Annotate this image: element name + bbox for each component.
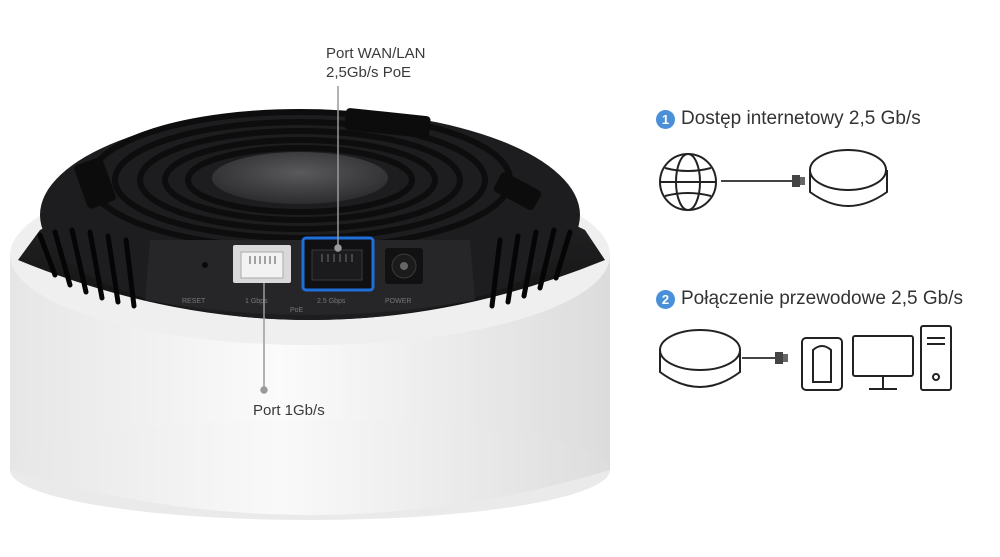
callout-wan-title: Port WAN/LAN (326, 45, 426, 62)
callout-wan-lan: Port WAN/LAN 2,5Gb/s PoE (326, 44, 425, 82)
label-reset: RESET (182, 298, 206, 305)
label-power: POWER (385, 298, 411, 305)
callout-port-1g: Port 1Gb/s (253, 402, 325, 419)
wall-outlet-icon (801, 337, 843, 391)
scenario-1-diagram (659, 149, 888, 211)
scenario-1-label: Dostęp internetowy 2,5 Gb/s (681, 108, 921, 129)
callout-wan-sub: 2,5Gb/s PoE (326, 64, 412, 81)
label-poe: PoE (290, 307, 304, 314)
pc-tower-icon (920, 325, 952, 391)
cable-plug-icon (775, 352, 788, 364)
scenario-2-diagram (659, 325, 952, 391)
scenario-1-badge: 1 (656, 109, 675, 129)
deco-unit-icon (809, 149, 888, 207)
globe-icon (659, 153, 717, 211)
scenario-2-badge: 2 (656, 289, 675, 309)
deco-unit-icon (659, 329, 741, 388)
scenario-2-title: 2 Połączenie przewodowe 2,5 Gb/s (656, 288, 963, 310)
scenario-1-title: 1 Dostęp internetowy 2,5 Gb/s (656, 108, 921, 130)
label-1gbps: 1 Gbps (245, 298, 268, 305)
router-device: RESET 1 Gbps 2.5 Gbps POWER PoE (10, 86, 610, 520)
label-2-5gbps: 2.5 Gbps (317, 298, 346, 305)
monitor-icon (852, 335, 914, 390)
scenario-2-label: Połączenie przewodowe 2,5 Gb/s (681, 288, 963, 309)
cable-plug-icon (792, 175, 805, 187)
